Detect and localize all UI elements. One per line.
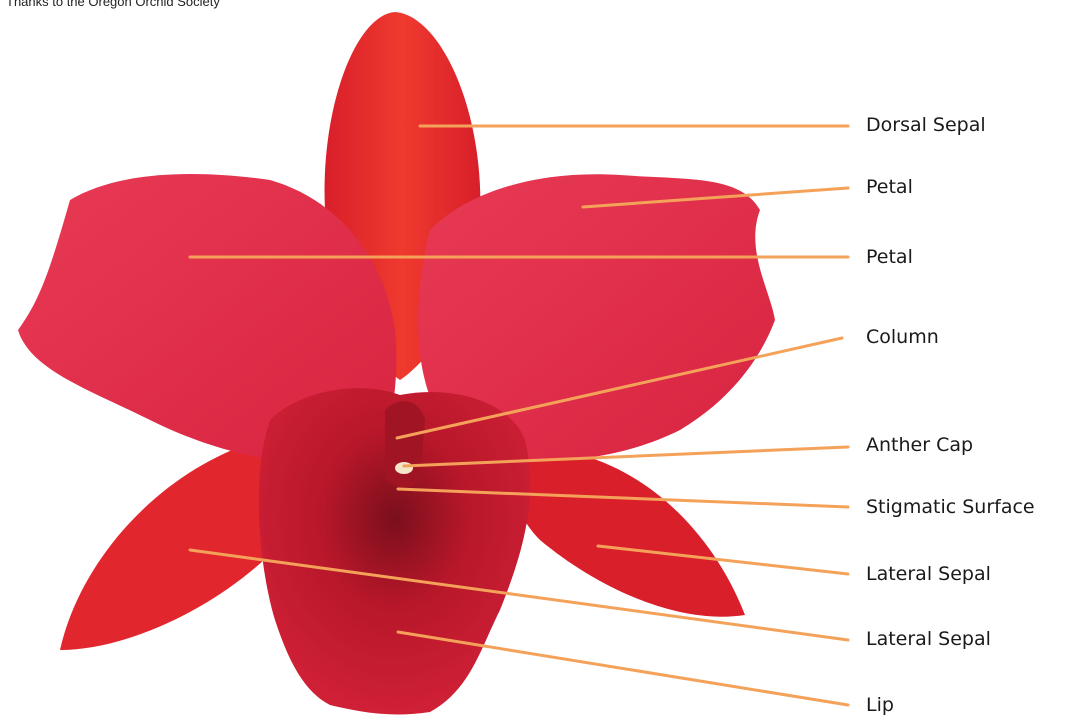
anther-cap-shape <box>395 462 413 474</box>
label-column: Column <box>866 328 939 347</box>
credit-text: Thanks to the Oregon Orchid Society <box>6 0 220 9</box>
lateral-sepal-right-shape <box>512 449 745 617</box>
label-lateral-sepal-right: Lateral Sepal <box>866 565 991 584</box>
label-dorsal-sepal: Dorsal Sepal <box>866 116 986 135</box>
label-anther-cap: Anther Cap <box>866 436 973 455</box>
column-shape <box>385 401 425 488</box>
label-lip: Lip <box>866 696 894 715</box>
label-petal-left: Petal <box>866 248 913 267</box>
label-stigmatic-surface: Stigmatic Surface <box>866 498 1035 517</box>
label-lateral-sepal-left: Lateral Sepal <box>866 630 991 649</box>
label-petal-right: Petal <box>866 178 913 197</box>
